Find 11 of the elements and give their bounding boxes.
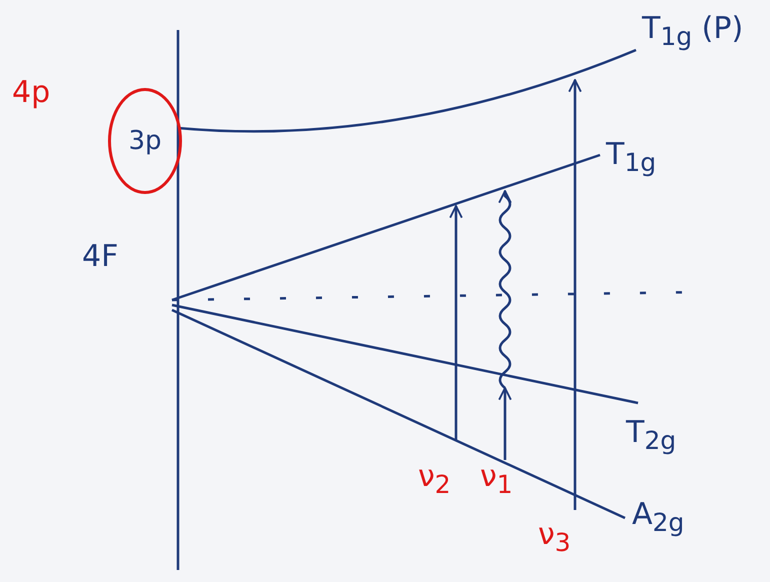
correction-note: 4p <box>12 78 50 108</box>
term-label: T$_{2g}$ <box>626 418 676 453</box>
term-label: T$_{1g}$ <box>606 140 656 175</box>
term-label: 3p <box>128 126 162 156</box>
term-label: 4F <box>82 242 118 272</box>
transition-label: ν$_{1}$ <box>480 462 513 497</box>
term-label: T$_{1g}$ (P) <box>642 14 744 49</box>
transition-label: ν$_{2}$ <box>418 462 451 497</box>
transition-label: ν$_{3}$ <box>538 520 571 555</box>
circled-term <box>108 88 182 194</box>
term-label: A$_{2g}$ <box>632 500 684 535</box>
